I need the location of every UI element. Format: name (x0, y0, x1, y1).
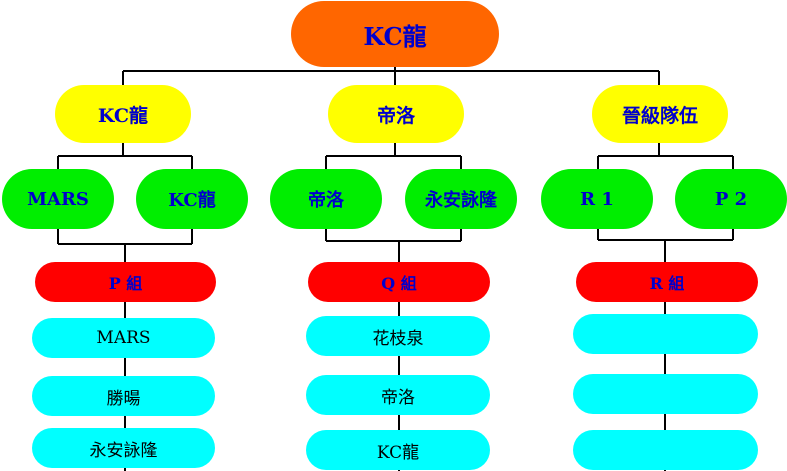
branch-kc-dragon: KC龍 (55, 85, 191, 143)
branch-label: 帝洛 (376, 104, 415, 127)
team-label: R 1 (580, 188, 614, 210)
team-node: KC龍 (136, 169, 248, 229)
team-node: 帝洛 (270, 169, 382, 229)
branch-advancing-teams: 晉級隊伍 (592, 85, 728, 143)
member-slot: MARS (32, 318, 215, 358)
team-node: P 2 (675, 169, 787, 229)
group-q: Q 組 (308, 262, 490, 302)
member-slot-empty (573, 430, 758, 470)
member-slot: 帝洛 (306, 375, 490, 415)
member-slot-empty (573, 314, 758, 354)
member-slot: 勝暘 (32, 376, 215, 416)
root-label: KC龍 (363, 21, 427, 51)
member-label: 勝暘 (106, 388, 141, 409)
team-label: MARS (27, 188, 89, 210)
member-label: 帝洛 (381, 387, 415, 408)
member-label: 花枝泉 (372, 328, 424, 349)
branch-label: 晉級隊伍 (621, 104, 698, 127)
member-slot: 永安詠隆 (32, 428, 215, 468)
branch-label: KC龍 (97, 104, 149, 127)
group-p: P 組 (35, 262, 216, 302)
team-node: MARS (2, 169, 114, 229)
group-label: Q 組 (381, 274, 417, 293)
member-label: 永安詠隆 (89, 440, 158, 461)
group-r: R 組 (576, 262, 758, 302)
member-label: KC龍 (376, 442, 420, 463)
team-label: KC龍 (168, 190, 216, 211)
team-node: 永安詠隆 (405, 169, 517, 229)
member-slot-empty (573, 374, 758, 414)
group-label: P 組 (108, 274, 143, 293)
member-slot: 花枝泉 (306, 316, 490, 356)
group-label: R 組 (649, 274, 685, 293)
member-label: MARS (96, 328, 151, 348)
team-node: R 1 (541, 169, 653, 229)
team-label: 帝洛 (308, 190, 344, 211)
branch-dilo: 帝洛 (328, 85, 464, 143)
root-node: KC龍 (291, 1, 499, 67)
team-label: P 2 (714, 188, 748, 210)
member-slot: KC龍 (306, 430, 490, 470)
team-label: 永安詠隆 (425, 190, 497, 211)
